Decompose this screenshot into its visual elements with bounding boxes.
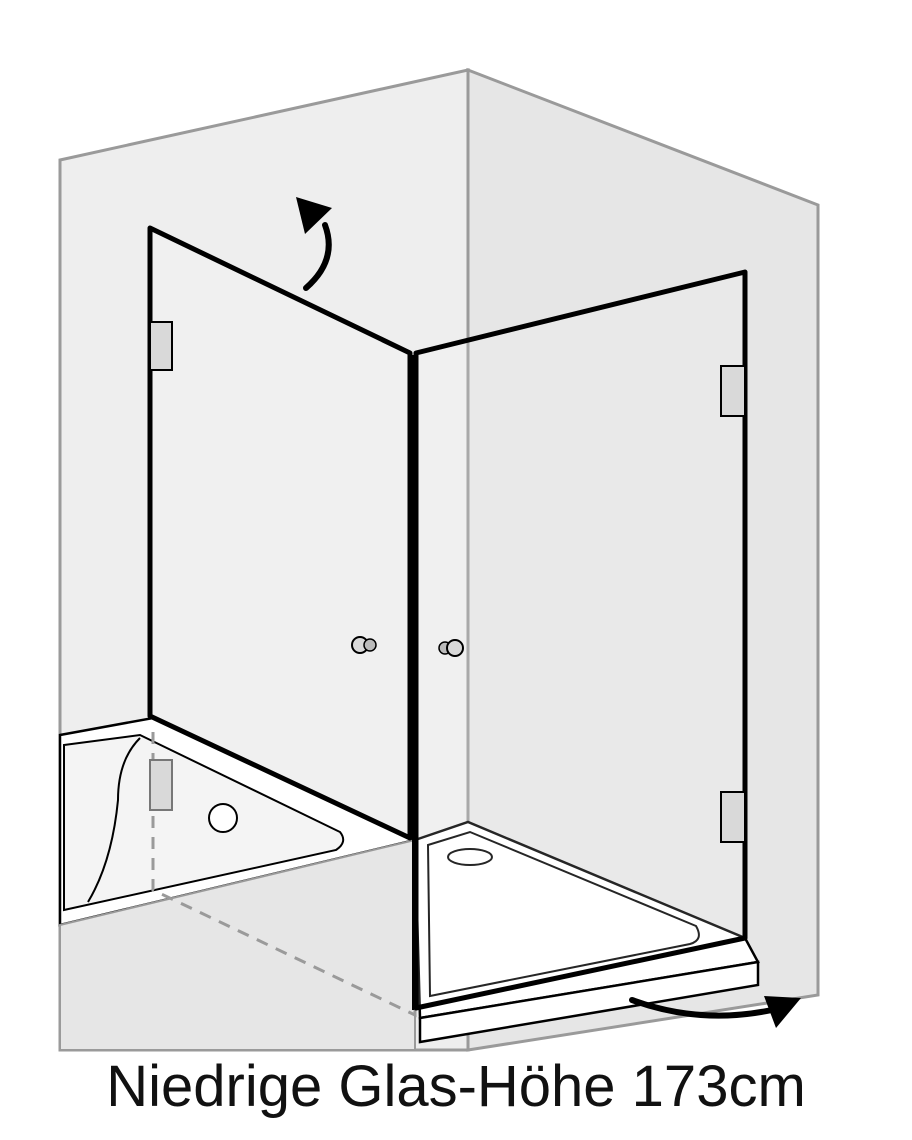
shower-enclosure-diagram (58, 67, 820, 1052)
bathtub-curve (87, 737, 141, 903)
shower-tray-inner (426, 830, 700, 998)
curved-arrow-up-left-head (296, 197, 332, 234)
hinge-icon (720, 791, 746, 843)
hinge-icon (149, 321, 173, 371)
hinge-icon (720, 365, 746, 417)
right-glass-panel (413, 269, 748, 1011)
curved-arrow-up-left-icon (303, 222, 332, 291)
door-knob-icon (446, 639, 464, 657)
hinge-icon (149, 759, 173, 811)
curved-arrow-right-icon (629, 997, 775, 1019)
door-knob-icon (363, 638, 377, 652)
left-glass-panel (147, 225, 413, 841)
shower-tray-drain (447, 848, 493, 866)
bathtub-front-panel (59, 838, 416, 1051)
bathtub-drain (208, 803, 238, 833)
bathtub-basin (63, 733, 345, 912)
glass-height-caption: Niedrige Glas-Höhe 173cm (106, 1054, 806, 1119)
curved-arrow-right-head (764, 996, 801, 1028)
shower-tray-front (418, 960, 760, 1044)
